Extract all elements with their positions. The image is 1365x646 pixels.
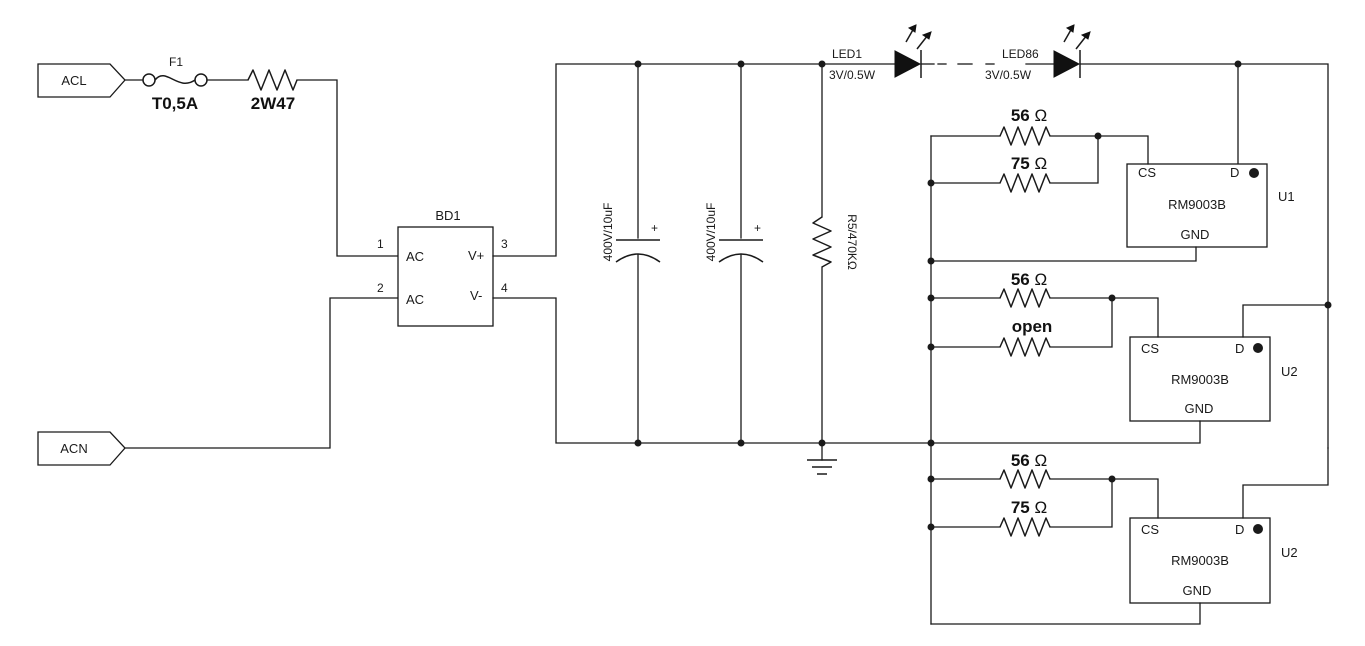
capacitor-1-value: 400V/10uF	[601, 203, 615, 262]
driver-u2b-ref: U2	[1281, 545, 1298, 560]
capacitor-2-polarity: +	[754, 221, 761, 235]
driver-u2a-chip: RM9003B	[1171, 372, 1229, 387]
acl-label: ACL	[61, 73, 86, 88]
fuse-f1: F1 T0,5A	[142, 55, 208, 113]
bridge-pin2: 2	[377, 281, 384, 295]
led-1-ref: LED1	[832, 47, 862, 61]
acn-port: ACN	[37, 431, 126, 466]
driver-u1-ref: U1	[1278, 189, 1295, 204]
acn-label: ACN	[60, 441, 87, 456]
capacitor-2-value: 400V/10uF	[704, 203, 718, 262]
driver-u1-pin1-dot	[1249, 168, 1259, 178]
driver-u2a-gnd: GND	[1185, 401, 1214, 416]
bridge-ac1: AC	[406, 249, 424, 264]
bridge-pin1: 1	[377, 237, 384, 251]
driver-u1-r-bottom: 75 Ω	[1011, 154, 1047, 173]
bridge-vminus: V-	[470, 288, 482, 303]
driver-u2b-r-bottom: 75 Ω	[1011, 498, 1047, 517]
led-86-rating: 3V/0.5W	[985, 68, 1032, 82]
driver-u2-middle: CS D RM9003B GND U2	[1129, 336, 1298, 422]
driver-u2b-gnd: GND	[1183, 583, 1212, 598]
driver-u2a-r-bottom: open	[1012, 317, 1053, 336]
bridge-ref: BD1	[435, 208, 460, 223]
driver-u1-cs: CS	[1138, 165, 1156, 180]
driver-u1-r-top: 56 Ω	[1011, 106, 1047, 125]
driver-u2b-chip: RM9003B	[1171, 553, 1229, 568]
driver-u2b-d: D	[1235, 522, 1244, 537]
led-86-ref: LED86	[1002, 47, 1039, 61]
capacitor-1: + 400V/10uF	[601, 63, 661, 444]
driver-u2b-cs: CS	[1141, 522, 1159, 537]
bridge-ac2: AC	[406, 292, 424, 307]
bleeder-resistor-r5: R5/470KΩ	[812, 63, 859, 444]
bridge-vplus: V+	[468, 248, 484, 263]
driver-u1: CS D RM9003B GND U1	[1126, 163, 1295, 248]
junction-dots	[634, 60, 1332, 531]
led-1: LED1 3V/0.5W	[829, 24, 932, 82]
capacitor-2: + 400V/10uF	[704, 63, 764, 444]
driver-u2a-cs: CS	[1141, 341, 1159, 356]
led-1-rating: 3V/0.5W	[829, 68, 876, 82]
led-86: LED86 3V/0.5W	[985, 24, 1091, 82]
fuse-value: T0,5A	[152, 94, 198, 113]
driver-u2a-pin1-dot	[1253, 343, 1263, 353]
driver-u2a-r-top: 56 Ω	[1011, 270, 1047, 289]
fuse-ref: F1	[169, 55, 183, 69]
driver-u2b-r-top: 56 Ω	[1011, 451, 1047, 470]
capacitor-1-polarity: +	[651, 221, 658, 235]
bridge-rectifier-bd1: BD1 AC AC V+ V- 1 2 3 4	[377, 208, 508, 327]
driver-u1-gnd: GND	[1181, 227, 1210, 242]
driver-u1-d: D	[1230, 165, 1239, 180]
driver-u2b-pin1-dot	[1253, 524, 1263, 534]
bridge-pin4: 4	[501, 281, 508, 295]
driver-u1-chip: RM9003B	[1168, 197, 1226, 212]
bleeder-label: R5/470KΩ	[845, 214, 859, 270]
driver-u2a-ref: U2	[1281, 364, 1298, 379]
acl-port: ACL	[37, 63, 126, 98]
driver-u2-bottom: CS D RM9003B GND U2	[1129, 517, 1298, 604]
ground-symbol	[807, 442, 837, 475]
resistor-2w47: 2W47	[247, 69, 298, 113]
driver-u2a-d: D	[1235, 341, 1244, 356]
bridge-pin3: 3	[501, 237, 508, 251]
resistor-value: 2W47	[251, 94, 295, 113]
